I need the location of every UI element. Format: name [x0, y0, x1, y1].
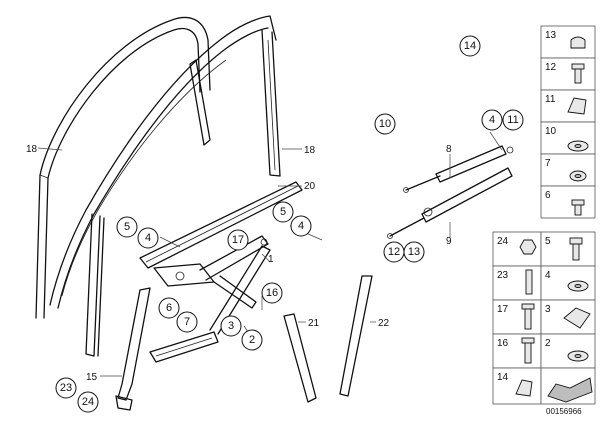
svg-text:4: 4 — [489, 114, 495, 126]
cap-nut-icon — [570, 36, 586, 49]
callout-11: 11 — [502, 109, 524, 131]
bracket-icon — [563, 307, 591, 329]
svg-text:10: 10 — [379, 118, 391, 130]
svg-text:16: 16 — [266, 287, 278, 299]
bolt-icon — [571, 199, 585, 206]
table-num: 7 — [545, 158, 551, 169]
rear-channel-right — [261, 29, 281, 177]
gas-strut-9 — [387, 167, 513, 239]
callout-16: 16 — [261, 282, 283, 304]
callout-24: 24 — [77, 391, 99, 413]
callout-10: 10 — [374, 113, 396, 135]
label-15: 15 — [86, 372, 98, 383]
label-20: 20 — [304, 181, 316, 192]
bolt-icon — [521, 337, 535, 344]
svg-text:5: 5 — [124, 221, 130, 233]
table-num: 14 — [497, 372, 509, 383]
door-frame-seal-left — [35, 16, 211, 319]
table-num: 2 — [545, 338, 551, 349]
table-num: 10 — [545, 126, 557, 137]
callout-23: 23 — [55, 377, 77, 399]
label-21: 21 — [308, 318, 320, 329]
svg-text:13: 13 — [408, 246, 420, 258]
table-num: 6 — [545, 190, 551, 201]
diagram-code: 00156966 — [546, 407, 582, 416]
bolt-icon — [569, 237, 583, 245]
callout-17: 17 — [227, 229, 249, 251]
label-18-left: 18 — [26, 144, 38, 155]
callout-13: 13 — [403, 241, 425, 263]
table-num: 5 — [545, 236, 551, 247]
gas-strut-8 — [403, 145, 514, 193]
nut-icon — [519, 239, 537, 255]
guide-rail-22 — [339, 275, 373, 397]
callout-4: 4 — [137, 227, 159, 249]
callout-12: 12 — [383, 241, 405, 263]
svg-text:14: 14 — [464, 40, 476, 52]
callout-5: 5 — [116, 216, 138, 238]
svg-text:11: 11 — [507, 114, 518, 126]
screw-icon — [571, 63, 585, 70]
svg-text:4: 4 — [298, 220, 304, 232]
clip-icon — [567, 97, 587, 115]
label-18-right: 18 — [304, 145, 316, 156]
svg-text:2: 2 — [249, 334, 255, 346]
callout-4: 4 — [481, 109, 503, 131]
hardware-table-left-grid: 24 5 23 4 17 3 16 2 14 — [492, 231, 596, 405]
screw-icon — [521, 303, 535, 310]
svg-text:5: 5 — [280, 206, 286, 218]
guide-rail-21 — [283, 313, 317, 403]
table-num: 23 — [497, 270, 509, 281]
callout-5: 5 — [272, 201, 294, 223]
label-9: 9 — [446, 236, 452, 247]
table-num: 17 — [497, 304, 509, 315]
svg-text:4: 4 — [145, 232, 151, 244]
svg-text:7: 7 — [184, 316, 190, 328]
svg-text:24: 24 — [82, 396, 94, 408]
table-num: 12 — [545, 62, 557, 73]
svg-text:3: 3 — [228, 320, 234, 332]
table-num: 16 — [497, 338, 509, 349]
svg-text:12: 12 — [388, 246, 400, 258]
bracket-icon — [547, 377, 593, 403]
window-regulator — [149, 235, 271, 363]
pin-icon — [525, 269, 533, 295]
svg-text:17: 17 — [232, 234, 244, 246]
label-1: 1 — [268, 254, 274, 265]
window-shaft-strip — [139, 181, 303, 269]
table-num: 13 — [545, 30, 557, 41]
hardware-table-right-column: 13 12 11 10 7 6 — [540, 25, 596, 219]
lower-guide-15 — [115, 287, 151, 411]
svg-text:6: 6 — [166, 302, 172, 314]
table-num: 11 — [545, 94, 556, 105]
table-num: 3 — [545, 304, 551, 315]
label-8: 8 — [446, 144, 452, 155]
svg-text:23: 23 — [60, 382, 72, 394]
window-channel — [49, 15, 277, 309]
b-pillar-seal — [189, 59, 211, 146]
callout-3: 3 — [220, 315, 242, 337]
table-num: 4 — [545, 270, 551, 281]
callout-2: 2 — [241, 329, 263, 351]
callout-4: 4 — [290, 215, 312, 237]
clip-icon — [515, 379, 533, 397]
callout-6: 6 — [158, 297, 180, 319]
label-22: 22 — [378, 318, 390, 329]
callout-7: 7 — [176, 311, 198, 333]
table-num: 24 — [497, 236, 509, 247]
front-guide-rail — [85, 213, 105, 357]
callout-14: 14 — [459, 35, 481, 57]
